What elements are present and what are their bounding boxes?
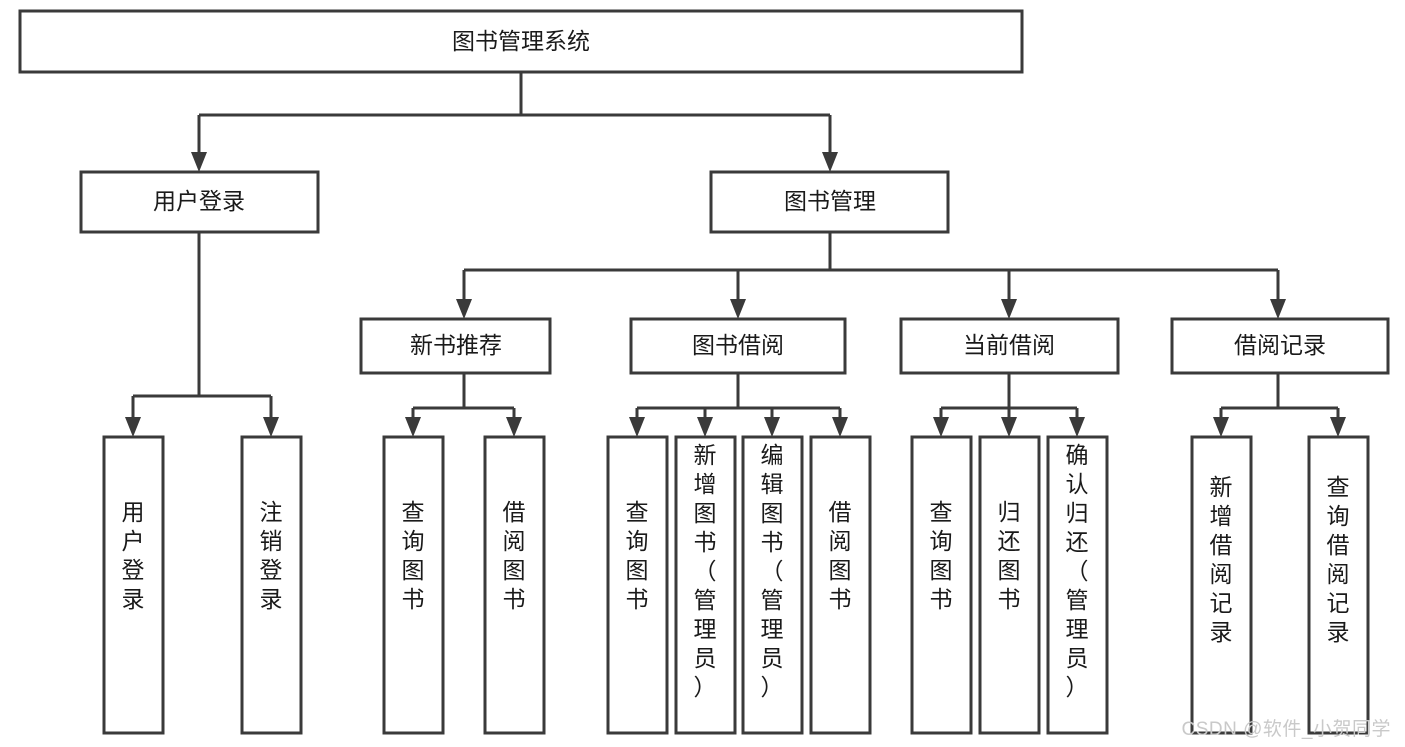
node-leaf-current-query-box[interactable] <box>910 435 973 735</box>
node-leaf-borrow-edit-box[interactable] <box>741 435 804 735</box>
node-newbook-label: 新书推荐 <box>410 332 502 358</box>
node-leaf-borrow-add[interactable]: 新增图书（管理员） <box>674 435 737 735</box>
arrow-current-to-leaf2 <box>1001 417 1017 437</box>
connectors-record-to-leaves <box>1213 373 1346 437</box>
node-leaf-record-add[interactable]: 新增借阅记录 <box>1190 435 1253 735</box>
node-leaf-record-query-label: 查询借阅记录 <box>1327 474 1350 645</box>
node-bookmgmt-label: 图书管理 <box>784 188 876 214</box>
node-root-label: 图书管理系统 <box>452 28 590 54</box>
node-leaf-new-query[interactable]: 查询图书 <box>382 435 445 735</box>
node-leaf-current-confirm[interactable]: 确认归还（管理员） <box>1046 435 1109 735</box>
arrow-newbook-to-leaf1 <box>405 417 421 437</box>
arrow-login-to-leaf1 <box>125 417 141 437</box>
arrow-bookmgmt-to-borrow <box>730 299 746 319</box>
node-leaf-record-add-label: 新增借阅记录 <box>1210 474 1233 645</box>
arrow-root-to-login <box>191 152 207 172</box>
node-leaf-current-confirm-label: 确认归还（管理员） <box>1066 442 1089 700</box>
connectors-root-to-level2 <box>191 72 838 172</box>
node-login-box[interactable] <box>79 170 320 234</box>
node-leaf-new-query-box[interactable] <box>382 435 445 735</box>
arrow-root-to-bookmgmt <box>822 152 838 172</box>
node-leaf-new-borrow-label: 借阅图书 <box>503 499 526 612</box>
node-current-label: 当前借阅 <box>963 332 1055 358</box>
node-borrow-label: 图书借阅 <box>692 332 784 358</box>
arrow-record-to-leaf1 <box>1213 417 1229 437</box>
node-leaf-record-query-box[interactable] <box>1307 435 1370 735</box>
node-current-box[interactable] <box>899 317 1120 375</box>
node-login-label: 用户登录 <box>153 188 245 214</box>
node-leaf-current-query[interactable]: 查询图书 <box>910 435 973 735</box>
node-leaf-new-query-label: 查询图书 <box>402 499 425 612</box>
arrow-borrow-to-leaf4 <box>832 417 848 437</box>
node-record-label: 借阅记录 <box>1234 332 1326 358</box>
node-leaf-record-query[interactable]: 查询借阅记录 <box>1307 435 1370 735</box>
node-leaf-current-return[interactable]: 归还图书 <box>978 435 1041 735</box>
connectors-newbook-to-leaves <box>405 373 522 437</box>
arrow-borrow-to-leaf2 <box>697 417 713 437</box>
node-borrow[interactable]: 图书借阅 <box>629 317 847 375</box>
node-bookmgmt[interactable]: 图书管理 <box>709 170 950 234</box>
node-leaf-user-logout-label: 注销登录 <box>260 499 283 612</box>
connectors-login-to-leaves <box>125 232 279 437</box>
node-newbook-box[interactable] <box>359 317 552 375</box>
arrow-current-to-leaf3 <box>1069 417 1085 437</box>
arrow-login-to-leaf2 <box>263 417 279 437</box>
node-root[interactable]: 图书管理系统 <box>18 9 1024 74</box>
node-leaf-borrow-query[interactable]: 查询图书 <box>606 435 669 735</box>
node-leaf-new-borrow[interactable]: 借阅图书 <box>483 435 546 735</box>
node-leaf-borrow-query-label: 查询图书 <box>626 499 649 612</box>
connectors-bookmgmt-to-level3 <box>456 232 1286 319</box>
node-record-box[interactable] <box>1170 317 1390 375</box>
node-current[interactable]: 当前借阅 <box>899 317 1120 375</box>
node-leaf-current-return-box[interactable] <box>978 435 1041 735</box>
connectors-current-to-leaves <box>933 373 1085 437</box>
node-leaf-current-return-label: 归还图书 <box>998 499 1021 612</box>
node-bookmgmt-box[interactable] <box>709 170 950 234</box>
node-leaf-current-query-label: 查询图书 <box>930 499 953 612</box>
arrow-newbook-to-leaf2 <box>506 417 522 437</box>
node-record[interactable]: 借阅记录 <box>1170 317 1390 375</box>
node-newbook[interactable]: 新书推荐 <box>359 317 552 375</box>
arrow-bookmgmt-to-record <box>1270 299 1286 319</box>
node-leaf-user-login-label: 用户登录 <box>122 499 145 612</box>
node-leaf-borrow-lend-box[interactable] <box>809 435 872 735</box>
node-leaf-borrow-add-label: 新增图书（管理员） <box>694 442 717 700</box>
arrow-record-to-leaf2 <box>1330 417 1346 437</box>
node-leaf-borrow-add-box[interactable] <box>674 435 737 735</box>
node-leaf-record-add-box[interactable] <box>1190 435 1253 735</box>
connectors-borrow-to-leaves <box>629 373 848 437</box>
arrow-borrow-to-leaf3 <box>764 417 780 437</box>
node-leaf-user-logout-box[interactable] <box>240 435 303 735</box>
arrow-bookmgmt-to-current <box>1001 299 1017 319</box>
node-borrow-box[interactable] <box>629 317 847 375</box>
node-leaf-new-borrow-box[interactable] <box>483 435 546 735</box>
node-login[interactable]: 用户登录 <box>79 170 320 234</box>
node-leaf-current-confirm-box[interactable] <box>1046 435 1109 735</box>
arrow-current-to-leaf1 <box>933 417 949 437</box>
node-root-box[interactable] <box>18 9 1024 74</box>
node-leaf-borrow-lend[interactable]: 借阅图书 <box>809 435 872 735</box>
node-leaf-user-login[interactable]: 用户登录 <box>102 435 165 735</box>
node-leaf-user-login-box[interactable] <box>102 435 165 735</box>
arrow-bookmgmt-to-newbook <box>456 299 472 319</box>
node-leaf-borrow-lend-label: 借阅图书 <box>829 499 852 612</box>
node-leaf-borrow-edit[interactable]: 编辑图书（管理员） <box>741 435 804 735</box>
arrow-borrow-to-leaf1 <box>629 417 645 437</box>
node-leaf-borrow-edit-label: 编辑图书（管理员） <box>761 442 784 700</box>
node-leaf-user-logout[interactable]: 注销登录 <box>240 435 303 735</box>
node-leaf-borrow-query-box[interactable] <box>606 435 669 735</box>
